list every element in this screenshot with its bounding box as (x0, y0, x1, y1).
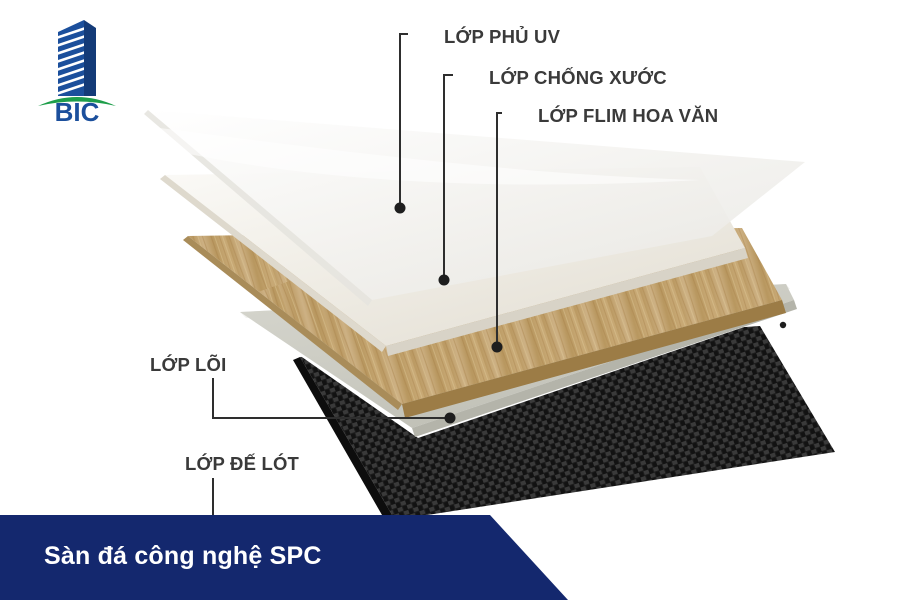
leader-dot-uv (394, 202, 406, 214)
label-scratch-layer: LỚP CHỐNG XƯỚC (489, 67, 667, 88)
label-underlay-layer: LỚP ĐẾ LÓT (185, 453, 300, 474)
bottom-banner (0, 515, 568, 600)
leader-dot-core (444, 412, 456, 424)
label-uv-layer: LỚP PHỦ UV (444, 26, 561, 47)
logo-tower-stripes (58, 26, 84, 96)
logo-tower-side (84, 20, 96, 96)
bic-logo-mark: BIC (38, 20, 116, 127)
label-film-layer: LỚP FLIM HOA VĂN (538, 105, 719, 126)
leader-dots (394, 202, 787, 424)
bic-logo: BIC (28, 14, 128, 127)
leader-dot-scratch (438, 274, 450, 286)
label-core-layer: LỚP LÕI (150, 354, 227, 375)
layer-uv (144, 110, 805, 306)
logo-green-arc (38, 97, 116, 106)
leader-lines (212, 33, 502, 528)
leader-dot-film (491, 341, 503, 353)
banner-title: Sàn đá công nghệ SPC (44, 542, 322, 570)
leader-dot-core-right (779, 321, 787, 329)
